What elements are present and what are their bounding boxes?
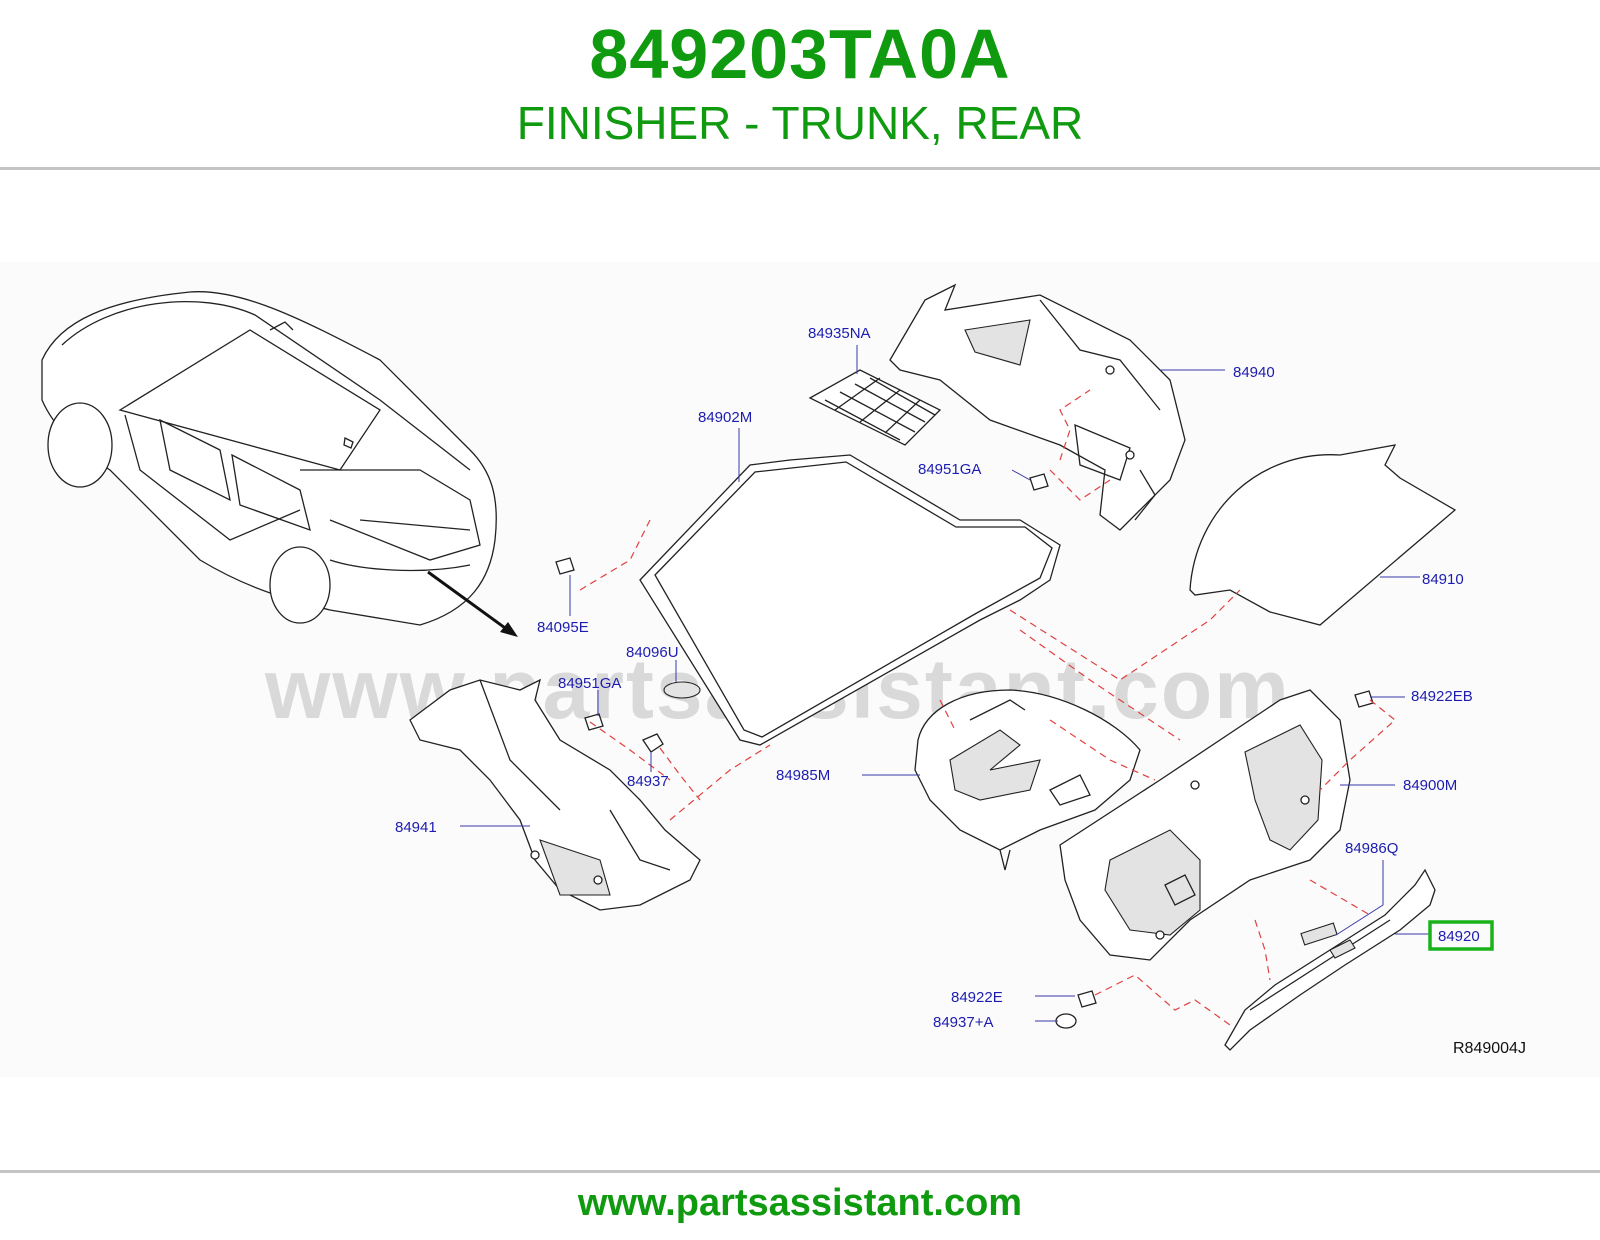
part-description: FINISHER - TRUNK, REAR: [516, 97, 1084, 149]
footer-divider: [0, 1170, 1600, 1173]
header-divider: [0, 167, 1600, 170]
callout-84922E[interactable]: 84922E: [951, 989, 1003, 1006]
part-84900M-lid-finisher: [1059, 689, 1351, 961]
part-84941-side-finisher: [409, 678, 701, 911]
callout-84941[interactable]: 84941: [395, 819, 437, 836]
page-header: 849203TA0A FINISHER - TRUNK, REAR: [0, 0, 1600, 168]
highlight-box-84920: [1428, 920, 1494, 951]
part-84902M-trunk-mat: [639, 454, 1061, 746]
callout-84096U[interactable]: 84096U: [626, 644, 679, 661]
callout-84900M[interactable]: 84900M: [1403, 777, 1457, 794]
callout-labels: 84935NA 84940 84902M 84951GA 84910 84095…: [395, 325, 1526, 1057]
callout-84935NA[interactable]: 84935NA: [808, 325, 871, 342]
footer-website-link[interactable]: www.partsassistant.com: [577, 1182, 1023, 1224]
callout-84910[interactable]: 84910: [1422, 571, 1464, 588]
part-84940-side-finisher: [889, 283, 1186, 531]
callout-84922EB[interactable]: 84922EB: [1411, 688, 1473, 705]
callout-84902M[interactable]: 84902M: [698, 409, 752, 426]
callout-84951GA-left[interactable]: 84951GA: [558, 675, 621, 692]
part-number-title: 849203TA0A: [589, 15, 1011, 93]
callout-84920[interactable]: 84920: [1438, 928, 1480, 945]
callout-leaders: [460, 345, 1430, 1022]
callout-84986Q[interactable]: 84986Q: [1345, 840, 1398, 857]
part-84985M-foam-tray: [914, 689, 1141, 871]
callout-84937A[interactable]: 84937+A: [933, 1014, 993, 1031]
vehicle-illustration: [41, 290, 518, 637]
diagram-panel: www.partsassistant.com: [0, 262, 1600, 1077]
callout-84937[interactable]: 84937: [627, 773, 669, 790]
parts-diagram: www.partsassistant.com: [41, 283, 1526, 1057]
callout-84095E[interactable]: 84095E: [537, 619, 589, 636]
callout-84940[interactable]: 84940: [1233, 364, 1275, 381]
callout-84985M[interactable]: 84985M: [776, 767, 830, 784]
part-84920-rear-finisher: [1224, 868, 1436, 1051]
diagram-reference-code: R849004J: [1453, 1040, 1526, 1057]
part-84910-cover-board: [1189, 444, 1457, 626]
assembly-dashed-lines: [579, 389, 1396, 1026]
callout-84951GA-top[interactable]: 84951GA: [918, 461, 981, 478]
part-84935NA-net: [808, 369, 942, 446]
